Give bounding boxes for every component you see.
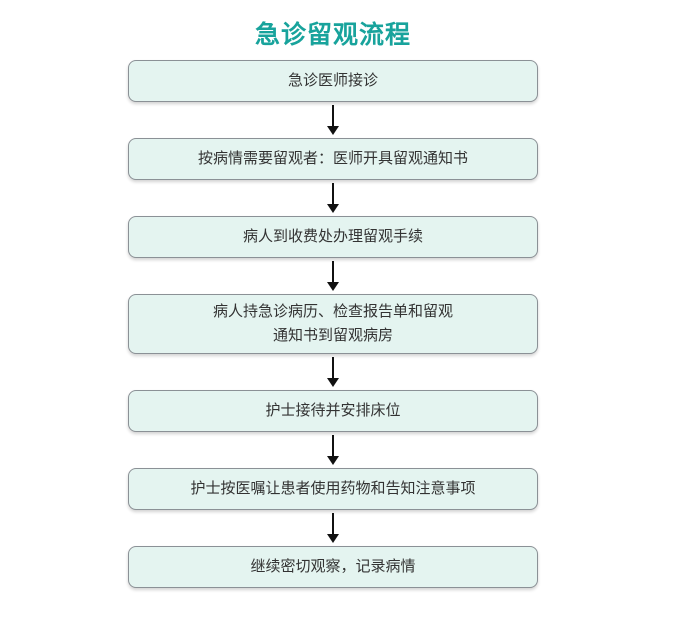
flow-step-4: 病人持急诊病历、检查报告单和留观 通知书到留观病房	[128, 294, 538, 354]
arrow-down-icon	[327, 378, 339, 387]
flow-arrow-5	[128, 432, 538, 468]
arrow-shaft	[332, 105, 334, 126]
arrow-down-icon	[327, 456, 339, 465]
flow-step-1: 急诊医师接诊	[128, 60, 538, 102]
arrow-down-icon	[327, 282, 339, 291]
arrow-down-icon	[327, 126, 339, 135]
flow-step-5: 护士接待并安排床位	[128, 390, 538, 432]
flow-step-6: 护士按医嘱让患者使用药物和告知注意事项	[128, 468, 538, 510]
flow-step-5-label: 护士接待并安排床位	[265, 402, 401, 419]
flow-step-2: 按病情需要留观者：医师开具留观通知书	[128, 138, 538, 180]
arrow-down-icon	[327, 534, 339, 543]
flow-step-4-label: 病人持急诊病历、检查报告单和留观 通知书到留观病房	[212, 303, 453, 344]
flow-arrow-6	[128, 510, 538, 546]
arrow-shaft	[332, 183, 334, 204]
flow-steps: 急诊医师接诊 按病情需要留观者：医师开具留观通知书 病人到收费处办理留观手续	[128, 60, 538, 588]
page-title: 急诊留观流程	[254, 21, 411, 49]
arrow-shaft	[332, 435, 334, 456]
flow-arrow-2	[128, 180, 538, 216]
arrow-shaft	[332, 357, 334, 378]
flowchart: 急诊留观流程 急诊医师接诊 按病情需要留观者：医师开具留观通知书 病人到收费处办…	[128, 20, 538, 588]
flow-arrow-4	[128, 354, 538, 390]
arrow-down-icon	[327, 204, 339, 213]
flow-step-2-label: 按病情需要留观者：医师开具留观通知书	[197, 150, 468, 167]
flow-step-6-label: 护士按医嘱让患者使用药物和告知注意事项	[190, 480, 476, 497]
flow-step-7-label: 继续密切观察，记录病情	[250, 558, 416, 575]
flow-step-3-label: 病人到收费处办理留观手续	[242, 228, 423, 245]
flow-step-7: 继续密切观察，记录病情	[128, 546, 538, 588]
flow-arrow-3	[128, 258, 538, 294]
flow-step-3: 病人到收费处办理留观手续	[128, 216, 538, 258]
arrow-shaft	[332, 261, 334, 282]
arrow-shaft	[332, 513, 334, 534]
flow-arrow-1	[128, 102, 538, 138]
flow-step-1-label: 急诊医师接诊	[287, 72, 378, 89]
